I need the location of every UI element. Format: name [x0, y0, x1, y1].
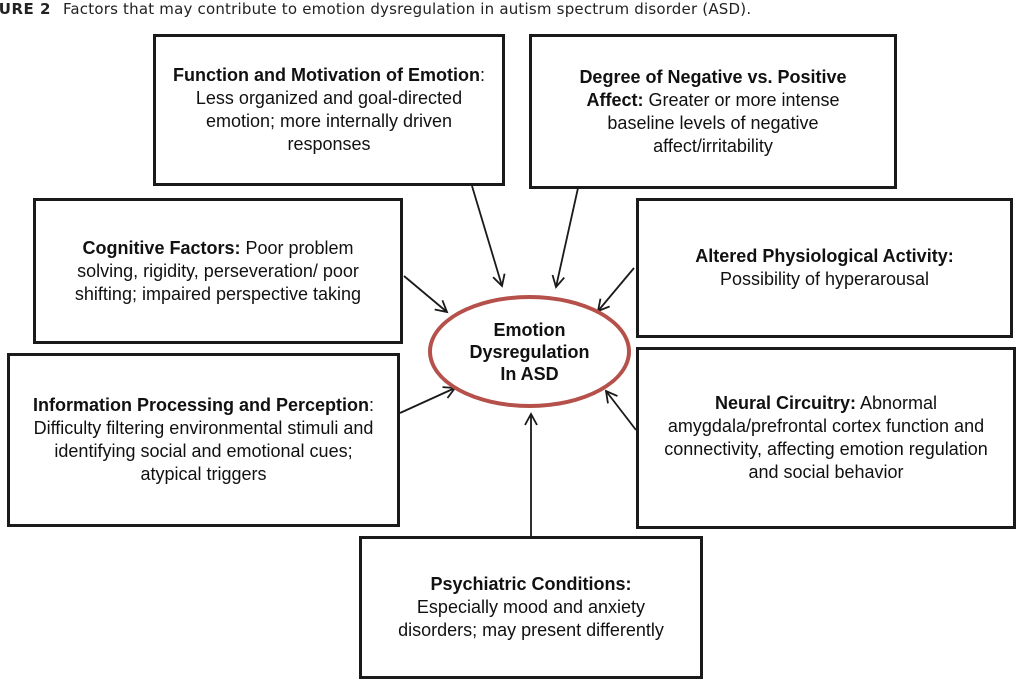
arrow-function — [471, 185, 506, 288]
box-physiological-title: Altered Physiological Activity: — [695, 246, 954, 266]
box-cognitive-body: Poor problem solving, rigidity, persever… — [74, 237, 362, 304]
center-line-3: In ASD — [500, 363, 559, 384]
box-affect-body: Greater or more intense baseline levels … — [607, 89, 840, 156]
box-function-motivation: Function and Motivation of Emotion: Less… — [153, 34, 505, 186]
box-cognitive-title: Cognitive Factors: — [82, 237, 241, 258]
center-line-1: Emotion — [493, 319, 566, 340]
arrow-cognitive — [403, 275, 449, 314]
box-function-title: Function and Motivation of Emotion — [173, 65, 480, 85]
box-psychiatric-body: Especially mood and anxiety disorders; m… — [398, 597, 664, 640]
arrow-neural — [604, 389, 637, 431]
figure-caption: GURE 2 Factors that may contribute to emo… — [0, 0, 1024, 26]
arrow-physiological — [596, 267, 635, 313]
center-emotion-dysregulation: Emotion Dysregulation In ASD — [428, 295, 631, 408]
box-neural-body: Abnormal amygdala/prefrontal cortex func… — [664, 393, 988, 482]
box-information-title: Information Processing and Perception — [32, 395, 370, 415]
box-negative-positive-affect: Degree of Negative vs. Positive Affect: … — [529, 34, 897, 189]
box-cognitive-factors: Cognitive Factors: Poor problem solving,… — [33, 198, 403, 344]
box-psychiatric-title: Psychiatric Conditions: — [430, 574, 632, 594]
box-neural-title: Neural Circuitry: — [714, 393, 856, 413]
box-psychiatric-conditions: Psychiatric Conditions: Especially mood a… — [359, 536, 703, 679]
box-neural-circuitry: Neural Circuitry: Abnormal amygdala/pref… — [636, 347, 1016, 529]
box-function-body: : Less organized and goal-directed emoti… — [195, 65, 485, 154]
box-information-body: : Difficulty filtering environmental sti… — [33, 395, 375, 484]
box-physiological-activity: Altered Physiological Activity: Possibili… — [636, 198, 1013, 338]
arrow-information — [399, 386, 457, 414]
box-physiological-body: Possibility of hyperarousal — [719, 269, 930, 289]
box-affect-title: Degree of Negative vs. Positive Affect: — [579, 66, 847, 110]
arrow-affect — [551, 187, 579, 289]
caption-text: Factors that may contribute to emotion d… — [62, 0, 752, 18]
box-information-processing: Information Processing and Perception: D… — [7, 353, 400, 527]
center-line-2: Dysregulation — [469, 341, 590, 362]
figure-number: GURE 2 — [0, 0, 51, 18]
